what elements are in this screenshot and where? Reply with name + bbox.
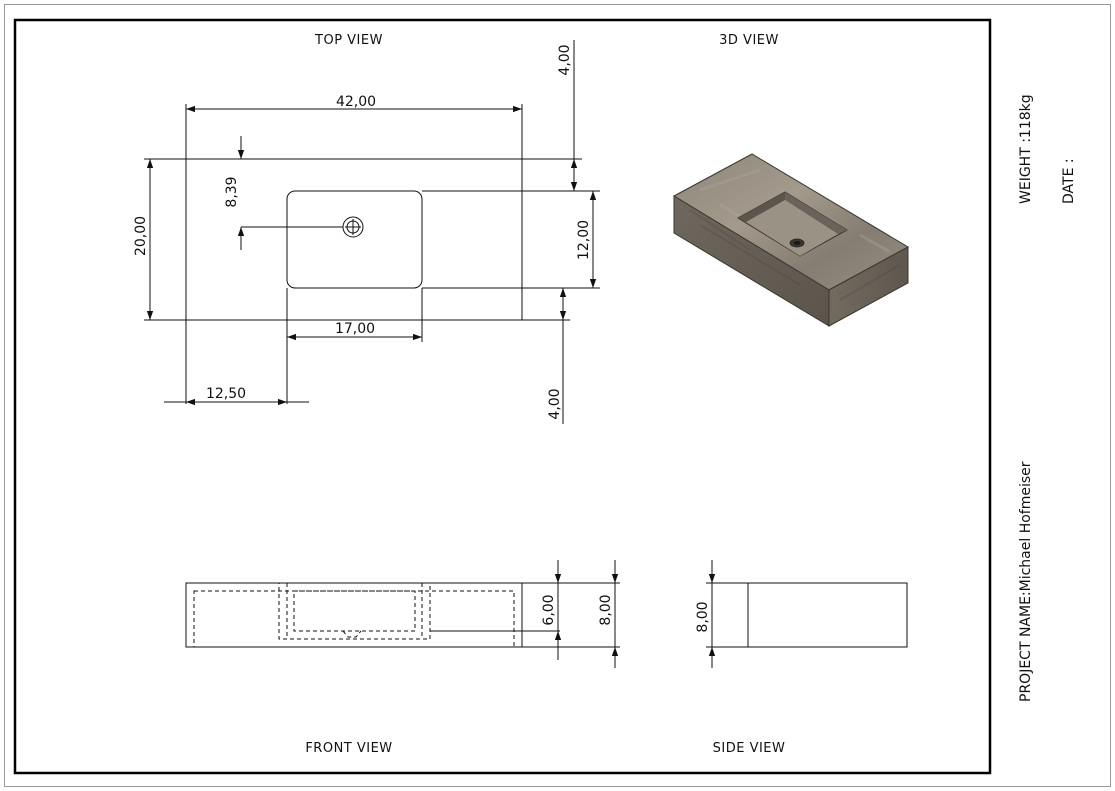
dim-front-basin-height: 6,00 xyxy=(541,594,557,625)
dim-basin-offset: 12,50 xyxy=(206,386,246,402)
front-view-label: FRONT VIEW xyxy=(305,741,392,756)
dim-basin-depth: 12,00 xyxy=(576,220,592,260)
front-view-outline xyxy=(185,582,523,648)
side-view-outline xyxy=(747,582,908,648)
dim-basin-width: 17,00 xyxy=(335,321,375,337)
top-view-basin xyxy=(286,190,423,289)
iso-right-face xyxy=(828,246,909,327)
dim-margin-bottom: 4,00 xyxy=(547,388,563,419)
top-view-label: TOP VIEW xyxy=(314,33,383,48)
date-field: DATE : xyxy=(1061,158,1077,204)
side-view-label: SIDE VIEW xyxy=(713,741,786,756)
weight-field: WEIGHT :118kg xyxy=(1018,94,1034,204)
dim-top-depth: 20,00 xyxy=(133,216,149,256)
dim-front-height: 8,00 xyxy=(598,594,614,625)
iso-view-sink xyxy=(672,153,910,327)
drain-icon xyxy=(342,216,364,238)
side-view: 8,00 xyxy=(695,560,908,668)
3d-view-label: 3D VIEW xyxy=(719,33,779,48)
title-block: WEIGHT :118kg DATE : PROJECT NAME:Michae… xyxy=(1018,94,1077,702)
outer-border xyxy=(4,4,1111,787)
dim-side-height: 8,00 xyxy=(695,601,711,632)
front-view: 6,00 8,00 xyxy=(185,560,620,668)
iso-drain-icon xyxy=(789,238,805,248)
project-name-field: PROJECT NAME:Michael Hofmeiser xyxy=(1018,461,1034,702)
top-view: 42,00 20,00 8,39 12,00 17,00 12,50 4,00 xyxy=(133,40,600,424)
dim-top-width: 42,00 xyxy=(336,94,376,110)
dim-drain-offset: 8,39 xyxy=(224,176,240,207)
dim-margin-top: 4,00 xyxy=(557,44,573,75)
top-view-outline xyxy=(185,158,523,321)
drawing-frame xyxy=(13,18,992,775)
